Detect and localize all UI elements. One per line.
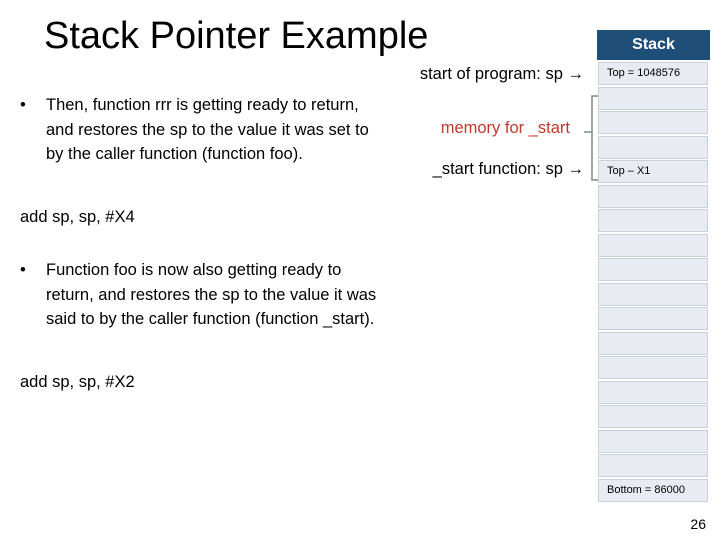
label-start-function: _start function: sp → — [432, 160, 585, 178]
code-line: add sp, sp, #X2 — [20, 373, 135, 391]
stack-cell — [598, 356, 708, 379]
stack-cell — [598, 307, 708, 330]
stack-cell — [598, 282, 708, 306]
stack-cell — [598, 405, 708, 428]
stack-cell — [598, 380, 708, 404]
arrow-right-icon: → — [567, 65, 585, 83]
stack-header: Stack — [597, 30, 710, 60]
slide-title: Stack Pointer Example — [44, 15, 429, 57]
stack-cell: Top – X1 — [598, 160, 708, 183]
stack-cell — [598, 86, 708, 110]
bracket-icon — [584, 95, 598, 181]
stack-cell — [598, 233, 708, 257]
label-start-of-program: start of program: sp → — [419, 65, 585, 83]
stack-cell — [598, 429, 708, 453]
stack-cell — [598, 331, 708, 355]
stack-cell: Top = 1048576 — [598, 62, 708, 85]
bullet-symbol: • — [20, 96, 26, 114]
stack-cell — [598, 209, 708, 232]
stack-cell — [598, 184, 708, 208]
page-number: 26 — [690, 516, 706, 532]
stack-cell — [598, 111, 708, 134]
stack-cell — [598, 454, 708, 477]
code-line: add sp, sp, #X4 — [20, 208, 135, 226]
bullet-text: Function foo is now also getting ready t… — [46, 261, 377, 328]
stack-cell: Bottom = 86000 — [598, 478, 708, 502]
stack-cell — [598, 135, 708, 159]
arrow-right-icon: → — [567, 160, 585, 178]
bullet-symbol: • — [20, 261, 26, 279]
stack-cell — [598, 258, 708, 281]
bullet-text: Then, function rrr is getting ready to r… — [46, 96, 369, 163]
label-memory-for-start: memory for _start — [440, 119, 570, 137]
